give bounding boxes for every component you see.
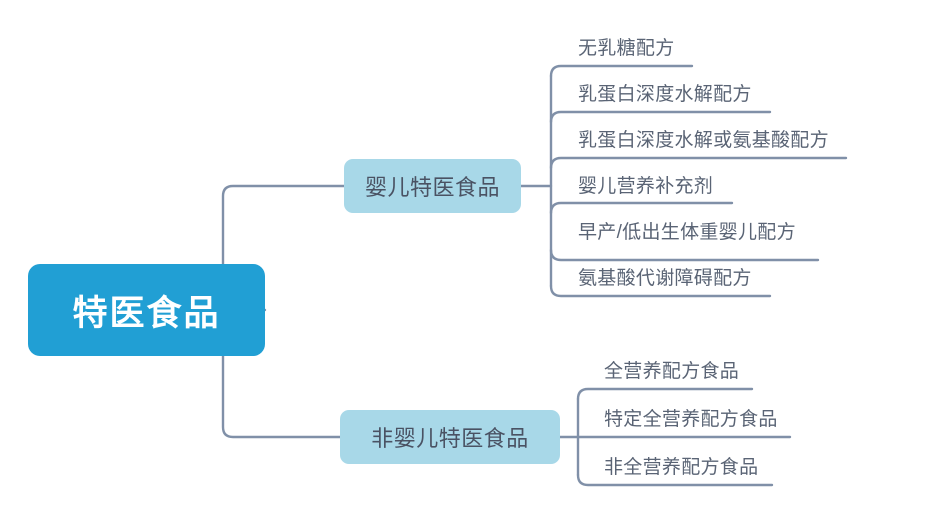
leaf-connector-2-3 xyxy=(576,473,774,487)
root-to-branch-2 xyxy=(221,308,342,439)
leaf-node-2-1[interactable]: 全营养配方食品 xyxy=(604,361,740,382)
leaf-connector-2-1 xyxy=(576,387,754,401)
leaf-node-1-5[interactable]: 早产/低出生体重婴儿配方 xyxy=(578,222,796,243)
leaf-connector-1-4 xyxy=(549,201,734,215)
branch-node-infant-label: 婴儿特医食品 xyxy=(364,175,500,200)
leaf-node-1-3[interactable]: 乳蛋白深度水解或氨基酸配方 xyxy=(578,130,829,151)
branch-node-infant[interactable]: 婴儿特医食品 xyxy=(344,159,521,213)
leaf-node-1-4[interactable]: 婴儿营养补充剂 xyxy=(578,176,714,197)
leaf-node-2-3[interactable]: 非全营养配方食品 xyxy=(604,457,759,478)
leaf-connector-1-3 xyxy=(549,156,848,170)
leaf-connector-1-6 xyxy=(549,284,772,298)
leaf-node-1-1[interactable]: 无乳糖配方 xyxy=(578,38,675,59)
root-node-label: 特医食品 xyxy=(72,293,221,333)
leaf-node-1-2[interactable]: 乳蛋白深度水解配方 xyxy=(578,84,752,105)
leaf-node-2-2[interactable]: 特定全营养配方食品 xyxy=(604,409,778,430)
leaf-connector-1-1 xyxy=(549,64,694,78)
root-to-branch-1 xyxy=(221,184,346,312)
leaf-connector-1-2 xyxy=(549,110,772,124)
leaf-node-1-6[interactable]: 氨基酸代谢障碍配方 xyxy=(578,268,752,289)
root-node[interactable]: 特医食品 xyxy=(28,264,265,356)
leaf-connector-1-5 xyxy=(549,248,820,262)
branch-node-non-infant-label: 非婴儿特医食品 xyxy=(371,426,529,451)
branch-node-non-infant[interactable]: 非婴儿特医食品 xyxy=(340,410,560,464)
